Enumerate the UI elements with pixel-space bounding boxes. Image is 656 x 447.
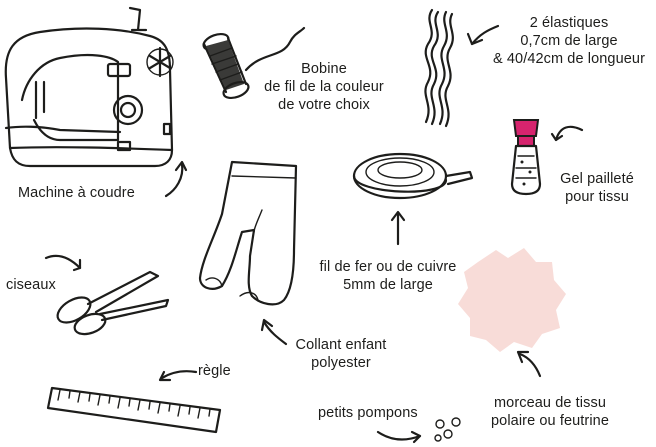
label-morceau-line2: polaire ou feutrine <box>491 413 609 429</box>
elastic-bands-icon <box>424 8 454 128</box>
label-fil-line1: fil de fer ou de cuivre <box>319 259 457 275</box>
label-morceau-line1: morceau de tissu <box>493 395 606 411</box>
label-bobine-line3: de votre choix <box>278 97 370 113</box>
label-bobine-line2: de fil de la couleur <box>264 79 384 95</box>
thread-spool-icon <box>202 26 306 100</box>
label-machine: Machine à coudre <box>18 185 135 201</box>
arrow-head <box>260 318 274 332</box>
wire-coil-icon <box>352 152 474 200</box>
ruler-icon <box>46 386 222 434</box>
label-elastiques-line1: 2 élastiques <box>529 15 609 31</box>
arrow-head <box>158 370 172 382</box>
arrow-morceau <box>518 352 542 378</box>
arrow-head <box>72 258 82 272</box>
fabric-piece-icon <box>458 248 566 352</box>
label-elastiques-line2: 0,7cm de large <box>520 33 618 49</box>
label-morceau: morceau de tissu polaire ou feutrine <box>482 394 618 430</box>
label-elastiques-line3: & 40/42cm de longueur <box>492 51 646 67</box>
children-tights-icon <box>198 160 298 306</box>
label-bobine: Bobine de fil de la couleur de votre cho… <box>250 60 398 114</box>
label-fil-line2: 5mm de large <box>343 277 433 293</box>
arrow-head <box>550 132 564 142</box>
arrow-head <box>516 350 530 364</box>
pompoms-icon <box>434 417 461 442</box>
label-regle: règle <box>198 363 231 379</box>
arrow-ciseaux <box>44 254 82 270</box>
sewing-machine-icon <box>4 6 174 168</box>
arrow-collant <box>262 320 288 346</box>
label-pompons: petits pompons <box>318 405 418 421</box>
arrow-machine <box>164 162 184 198</box>
glitter-gel-icon <box>510 119 542 196</box>
label-gel: Gel pailleté pour tissu <box>550 170 644 206</box>
arrow-regle <box>160 370 198 380</box>
label-gel-line1: Gel pailleté <box>560 171 634 187</box>
arrow-head <box>390 210 406 222</box>
label-collant-line2: polyester <box>311 355 371 371</box>
label-collant: Collant enfant polyester <box>282 336 400 372</box>
scissors-icon <box>56 270 170 336</box>
label-fil-de-fer: fil de fer ou de cuivre 5mm de large <box>304 258 472 294</box>
arrow-head <box>410 430 422 444</box>
label-bobine-line1: Bobine <box>301 61 347 77</box>
arrow-head <box>174 160 188 172</box>
arrow-head <box>466 32 484 46</box>
arrow-pompons <box>376 430 422 441</box>
label-gel-line2: pour tissu <box>565 189 629 205</box>
label-collant-line1: Collant enfant <box>295 337 387 353</box>
label-ciseaux: ciseaux <box>6 277 56 293</box>
label-elastiques: 2 élastiques 0,7cm de large & 40/42cm de… <box>488 14 650 68</box>
arrow-gel <box>554 125 584 142</box>
arrow-elastiques <box>470 24 500 46</box>
